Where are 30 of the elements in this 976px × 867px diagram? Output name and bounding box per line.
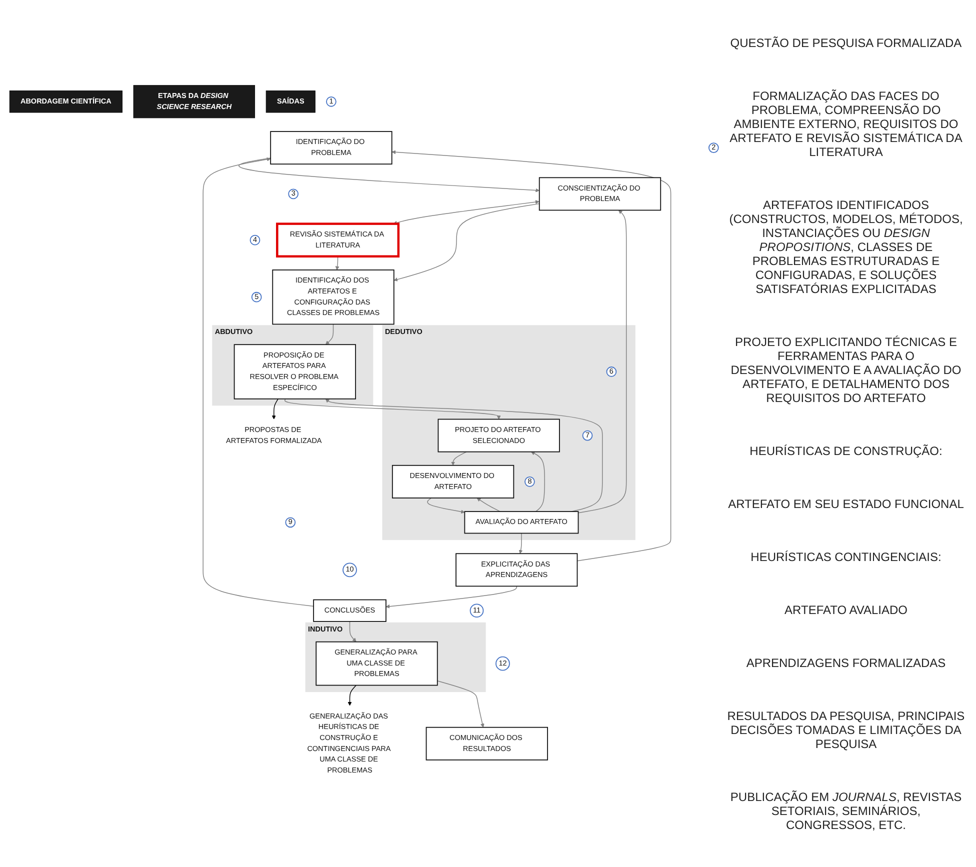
arrow xyxy=(325,324,334,345)
output-note: FORMALIZAÇÃO DAS FACES DO PROBLEMA, COMPREENSÃO DO AMBIENTE EXTERNO, REQUISITOS DO ARTEFATO E REVISÃO SISTEMÁTICA DA LITERATURA xyxy=(728,88,964,158)
arrow xyxy=(437,680,484,728)
output-note: APRENDIZAGENS FORMALIZADAS xyxy=(745,656,947,670)
output-note: ARTEFATOS IDENTIFICADOS (CONSTRUCTOS, MODELOS, MÉTODOS, INSTANCIAÇÕES OU DESIGN PROPOSITIONS, CLASSES DE PROBLEMAS ESTRUTURADAS E CONFIGURADAS, E SOLUÇÕES SATISFATÓRIAS EXPLICITADAS xyxy=(728,198,964,296)
arrow xyxy=(202,157,314,607)
arrow xyxy=(284,398,501,420)
arrow xyxy=(392,150,672,562)
arrow xyxy=(394,203,540,282)
arrow xyxy=(386,586,517,608)
output-note: PROJETO EXPLICITANDO TÉCNICAS E FERRAMENTAS PARA O DESENVOLVIMENTO E A AVALIAÇÃO DO ARTEFATO, E DETALHAMENTO DOS REQUISITOS DO ARTEFATO xyxy=(730,334,962,404)
arrow xyxy=(530,452,545,512)
arrow xyxy=(272,398,278,420)
arrow xyxy=(427,498,465,514)
output-note: ARTEFATO AVALIADO xyxy=(784,602,908,616)
arrow xyxy=(349,621,356,642)
output-note: HEURÍSTICAS CONTINGENCIAIS: xyxy=(750,550,942,564)
arrow xyxy=(518,532,523,554)
arrow xyxy=(578,210,627,514)
arrow xyxy=(238,158,540,192)
output-note: QUESTÃO DE PESQUISA FORMALIZADA xyxy=(729,36,963,50)
output-note: ARTEFATO EM SEU ESTADO FUNCIONAL xyxy=(727,496,965,510)
arrow xyxy=(348,684,357,706)
arrow xyxy=(393,200,540,225)
output-note: RESULTADOS DA PESQUISA, PRINCIPAIS DECISÕES TOMADAS E LIMITAÇÕES DA PESQUISA xyxy=(726,708,966,750)
arrow xyxy=(476,498,501,512)
arrow xyxy=(451,451,467,466)
output-note: HEURÍSTICAS DE CONSTRUÇÃO: xyxy=(748,444,944,458)
arrow xyxy=(325,398,603,512)
output-note: PUBLICAÇÃO EM JOURNALS, REVISTAS SETORIAIS, SEMINÁRIOS, CONGRESSOS, ETC. xyxy=(729,790,963,832)
